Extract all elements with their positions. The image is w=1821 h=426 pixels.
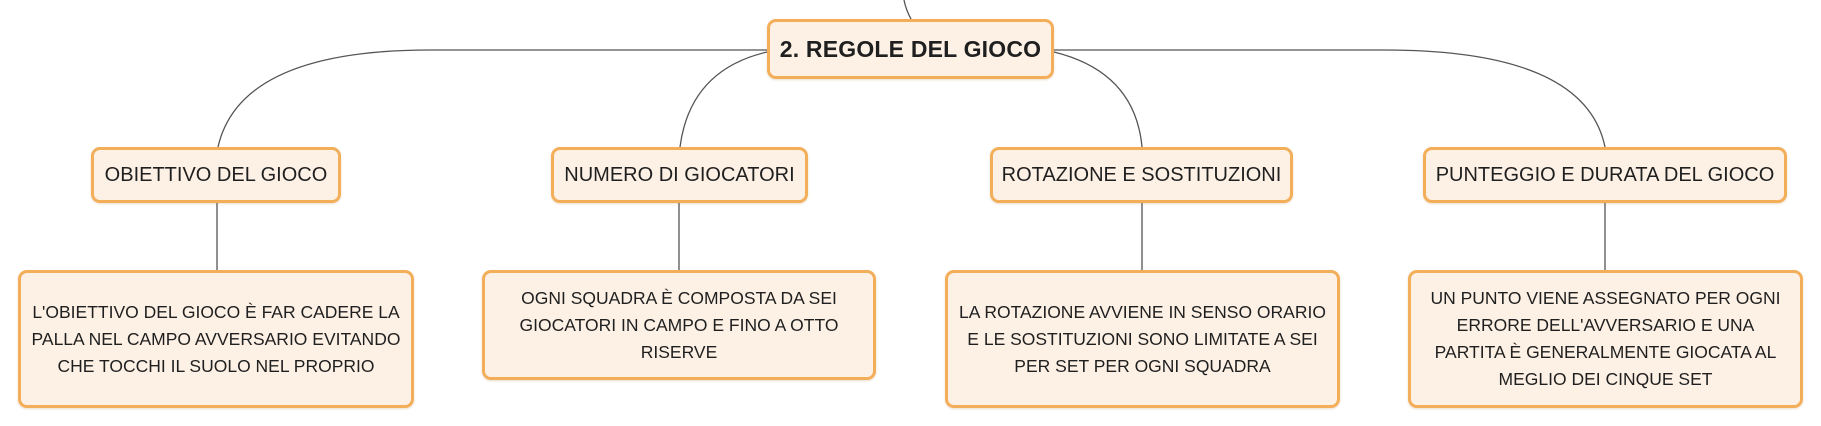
detail-node-numero-giocatori[interactable]: OGNI SQUADRA È COMPOSTA DA SEI GIOCATORI… — [482, 270, 876, 380]
root-node-label: 2. REGOLE DEL GIOCO — [779, 35, 1042, 62]
detail-node-text: LA ROTAZIONE AVVIENE IN SENSO ORARIO E L… — [959, 301, 1326, 376]
topic-node-rotazione[interactable]: ROTAZIONE E SOSTITUZIONI — [990, 147, 1293, 203]
topic-node-obiettivo[interactable]: OBIETTIVO DEL GIOCO — [91, 147, 341, 203]
topic-node-punteggio[interactable]: PUNTEGGIO E DURATA DEL GIOCO — [1423, 147, 1787, 203]
detail-node-text: OGNI SQUADRA È COMPOSTA DA SEI GIOCATORI… — [519, 287, 839, 362]
detail-node-obiettivo[interactable]: L'OBIETTIVO DEL GIOCO È FAR CADERE LA PA… — [18, 270, 414, 408]
topic-node-label: ROTAZIONE E SOSTITUZIONI — [1001, 163, 1282, 186]
connector-root-to-topic-4 — [1054, 49, 1606, 148]
detail-node-text: L'OBIETTIVO DEL GIOCO È FAR CADERE LA PA… — [31, 301, 401, 376]
connector-parent-to-root — [903, 0, 912, 20]
topic-node-label: NUMERO DI GIOCATORI — [564, 163, 795, 186]
connector-root-to-topic-3 — [1053, 51, 1143, 148]
detail-node-punteggio[interactable]: UN PUNTO VIENE ASSEGNATO PER OGNI ERRORE… — [1408, 270, 1803, 408]
topic-node-label: OBIETTIVO DEL GIOCO — [104, 163, 328, 186]
topic-node-numero-giocatori[interactable]: NUMERO DI GIOCATORI — [551, 147, 808, 203]
root-node[interactable]: 2. REGOLE DEL GIOCO — [767, 19, 1054, 79]
topic-node-label: PUNTEGGIO E DURATA DEL GIOCO — [1435, 163, 1775, 186]
connector-root-to-topic-2 — [679, 51, 768, 148]
connector-root-to-topic-1 — [217, 49, 767, 148]
detail-node-rotazione[interactable]: LA ROTAZIONE AVVIENE IN SENSO ORARIO E L… — [945, 270, 1340, 408]
detail-node-text: UN PUNTO VIENE ASSEGNATO PER OGNI ERRORE… — [1430, 288, 1781, 389]
